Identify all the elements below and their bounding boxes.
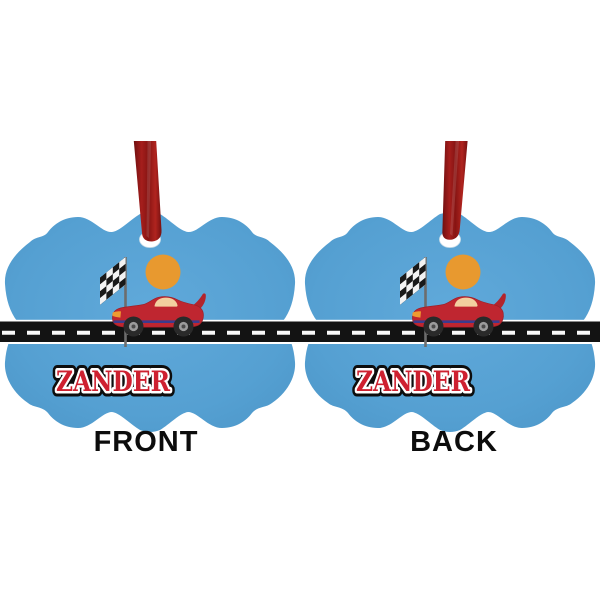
front-view-label: FRONT	[93, 426, 199, 458]
road	[0, 319, 600, 344]
name-outline-white: ZANDER	[56, 365, 171, 398]
name-badge-back: ZANDER ZANDER ZANDER	[351, 360, 477, 404]
name-badge-front: ZANDER ZANDER ZANDER	[51, 360, 177, 404]
ribbon-fold-highlight	[146, 141, 151, 238]
name-outline-black: ZANDER	[356, 365, 471, 398]
name-text-front: ZANDER	[56, 365, 171, 398]
ribbon-front	[133, 141, 162, 242]
ribbon-fold-highlight	[450, 141, 459, 236]
name-outline-white: ZANDER	[356, 365, 471, 398]
name-outline-black: ZANDER	[56, 365, 171, 398]
ribbon-icon	[442, 141, 468, 240]
ribbon-back	[442, 141, 468, 240]
name-text-back: ZANDER	[356, 365, 471, 398]
back-view-label: BACK	[410, 426, 498, 458]
ribbon-icon	[133, 141, 162, 242]
